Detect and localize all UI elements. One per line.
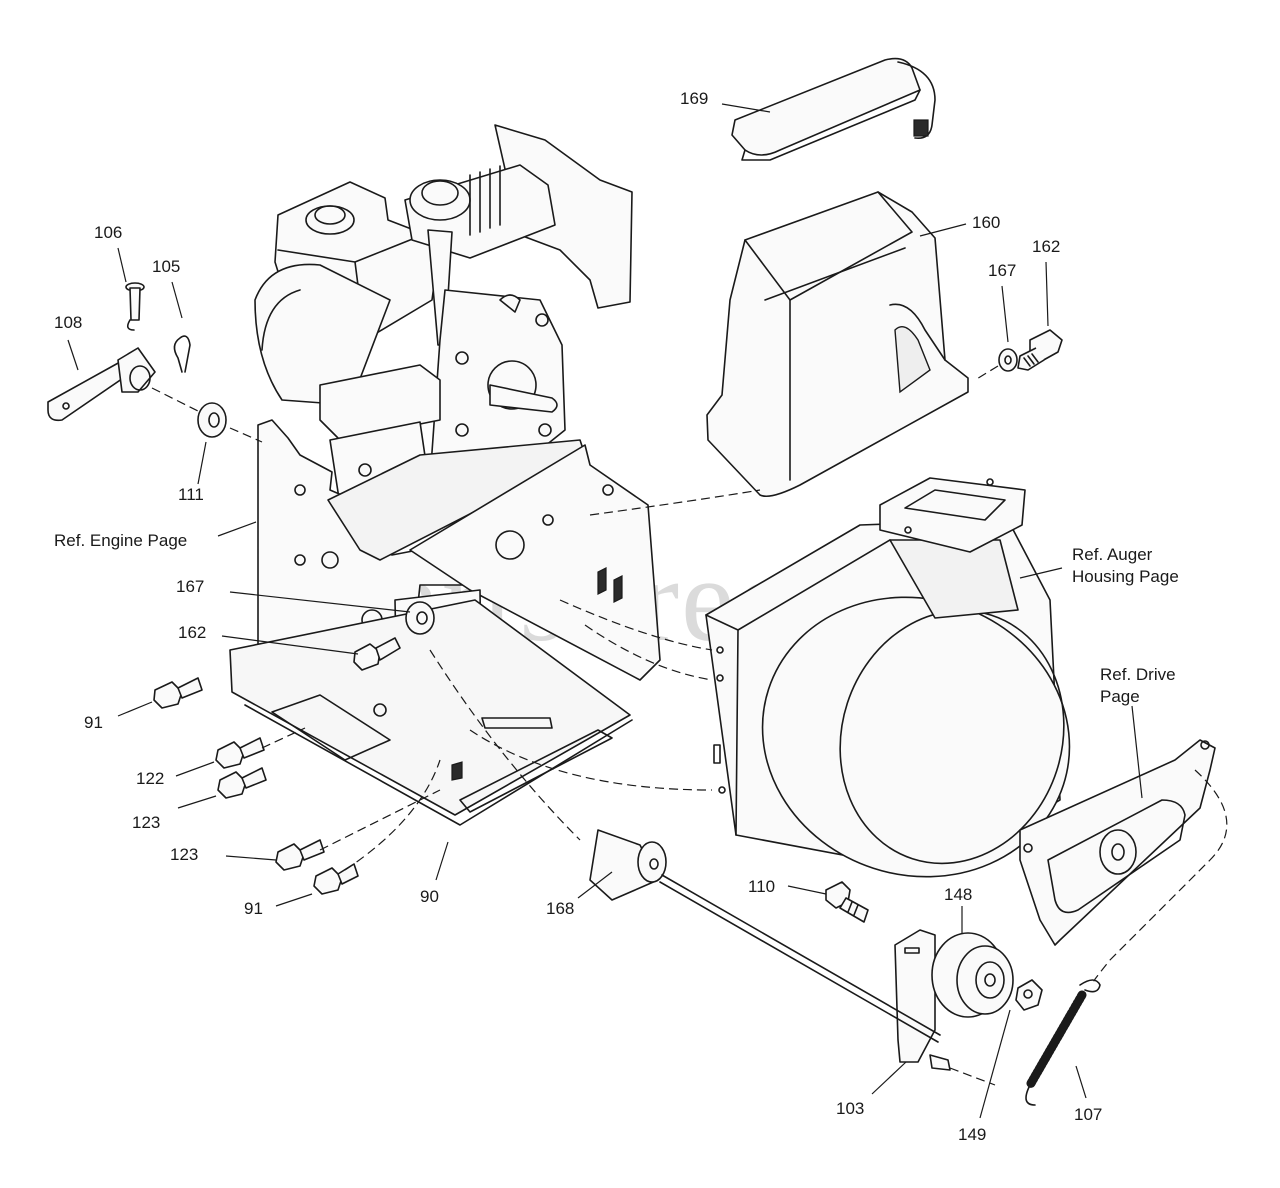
label-149: 149 xyxy=(958,1125,986,1144)
leader-lines xyxy=(67,103,1143,1119)
label-107: 107 xyxy=(1074,1105,1102,1124)
label-123-lower: 123 xyxy=(170,845,198,864)
part-162-bolt-top xyxy=(1017,329,1063,371)
part-110-bolt xyxy=(825,881,869,923)
label-105: 105 xyxy=(152,257,180,276)
part-162-bolt-mid xyxy=(353,637,401,671)
part-169-cover xyxy=(731,57,936,161)
part-105-hairpin xyxy=(173,335,191,373)
part-168-roller xyxy=(589,829,667,901)
label-ref-drive-line2: Page xyxy=(1100,687,1140,706)
label-ref-engine-page: Ref. Engine Page xyxy=(54,531,187,550)
label-123-upper: 123 xyxy=(132,813,160,832)
label-103: 103 xyxy=(836,1099,864,1118)
part-149-nut xyxy=(1015,979,1043,1011)
label-148: 148 xyxy=(944,885,972,904)
dash-washer-top xyxy=(974,365,999,381)
part-108-bracket xyxy=(47,347,156,422)
label-108: 108 xyxy=(54,313,82,332)
part-122-bolt xyxy=(215,737,265,769)
drive-plate xyxy=(1019,739,1216,946)
label-162-mid: 162 xyxy=(178,623,206,642)
frame-plates xyxy=(229,419,661,826)
label-168: 168 xyxy=(546,899,574,918)
label-160: 160 xyxy=(972,213,1000,232)
label-162-top: 162 xyxy=(1032,237,1060,256)
label-91-upper: 91 xyxy=(84,713,103,732)
part-148-pulley xyxy=(931,932,1014,1018)
part-106-pin xyxy=(125,282,145,331)
part-167-washer-mid xyxy=(405,601,435,635)
label-106: 106 xyxy=(94,223,122,242)
part-91-bolt-upper xyxy=(153,677,203,709)
part-123-bolt-lower xyxy=(275,839,325,871)
label-169: 169 xyxy=(680,89,708,108)
part-103-bracket xyxy=(894,929,951,1071)
label-91-lower: 91 xyxy=(244,899,263,918)
part-91-bolt-lower xyxy=(313,863,359,895)
label-167-mid: 167 xyxy=(176,577,204,596)
shaft-rod xyxy=(661,874,941,1036)
label-ref-drive-line1: Ref. Drive xyxy=(1100,665,1176,684)
label-ref-auger-line1: Ref. Auger xyxy=(1072,545,1153,564)
auger-housing xyxy=(705,477,1071,878)
label-ref-auger-line2: Housing Page xyxy=(1072,567,1179,586)
label-111: 111 xyxy=(178,485,204,504)
label-110: 110 xyxy=(748,877,775,896)
part-160-housing xyxy=(706,191,969,498)
label-167-top: 167 xyxy=(988,261,1016,280)
label-90: 90 xyxy=(420,887,439,906)
part-123-bolt-upper xyxy=(217,767,267,799)
part-107-spring xyxy=(1025,979,1101,1106)
part-167-washer-top xyxy=(998,348,1018,372)
part-111-washer xyxy=(197,402,227,438)
label-122: 122 xyxy=(136,769,164,788)
